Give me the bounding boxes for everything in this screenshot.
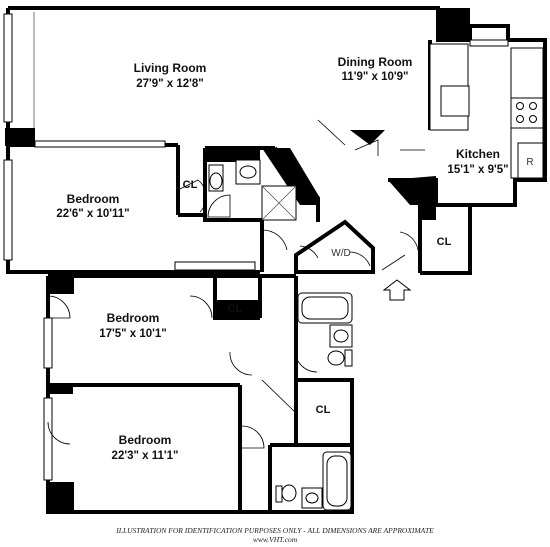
- windows: [3, 7, 256, 481]
- closet-label-3: CL: [228, 303, 243, 315]
- bedroom-1-name: Bedroom: [67, 192, 120, 206]
- refrigerator: [517, 142, 544, 179]
- bedroom-1-dims: 22'6" x 10'11": [56, 208, 129, 220]
- living-room-dims: 27'9" x 12'8": [136, 78, 204, 90]
- closet-label-2: CL: [437, 236, 452, 248]
- bedroom-3-name: Bedroom: [119, 433, 172, 447]
- closet-label-1: CL: [183, 179, 198, 191]
- website-text: www.VHT.com: [252, 535, 298, 544]
- entry-arrow-icon: [382, 279, 412, 301]
- doors: [47, 119, 425, 449]
- kitchen-name: Kitchen: [456, 147, 500, 161]
- kitchen-dims: 15'1" x 9'5": [447, 164, 508, 176]
- refrigerator-label: R: [526, 157, 533, 168]
- disclaimer-text: ILLUSTRATION FOR IDENTIFICATION PURPOSES…: [116, 526, 434, 535]
- bath-2-fixtures: [297, 292, 353, 367]
- dining-room-name: Dining Room: [338, 55, 413, 69]
- kitchen-sink: [440, 85, 470, 117]
- kitchen-fixtures: [429, 39, 544, 179]
- living-room-name: Living Room: [134, 61, 207, 75]
- structural-columns: [5, 8, 470, 512]
- bedroom-2-name: Bedroom: [107, 311, 160, 325]
- footer-disclaimer: ILLUSTRATION FOR IDENTIFICATION PURPOSES…: [0, 526, 550, 544]
- bedroom-3-dims: 22'3" x 11'1": [112, 450, 179, 462]
- bath-3-fixtures: [275, 451, 352, 511]
- stove: [510, 97, 544, 129]
- washer-dryer-label: W/D: [331, 248, 350, 259]
- bedroom-2-dims: 17'5" x 10'1": [99, 328, 167, 340]
- bath-1-fixtures: [208, 159, 297, 221]
- closet-label-4: CL: [316, 404, 331, 416]
- dining-room-dims: 11'9" x 10'9": [342, 71, 409, 83]
